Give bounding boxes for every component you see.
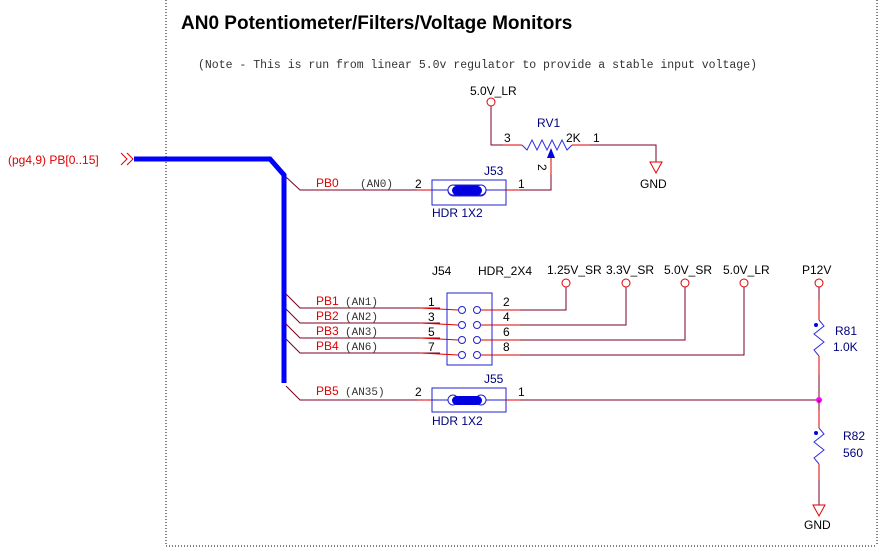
j55-type: HDR 1X2: [432, 414, 483, 428]
net-alias-pb2: (AN2): [345, 312, 378, 324]
net-alias-pb0: (AN0): [360, 179, 393, 191]
net-alias-pb5: (AN35): [345, 387, 385, 399]
offpage-label: (pg4,9) PB[0..15]: [8, 153, 99, 167]
r81-value: 1.0K: [833, 340, 858, 354]
rv1-pin1: 1: [593, 131, 600, 145]
ground-icon: [649, 161, 663, 175]
rv1-ref: RV1: [537, 116, 560, 130]
power-label-5v-sr: 5.0V_SR: [664, 263, 712, 277]
rv1-value: 2K: [566, 131, 581, 145]
r82-resistor[interactable]: [813, 400, 825, 505]
net-label-pb0: PB0: [316, 176, 339, 190]
net-alias-pb3: (AN3): [345, 327, 378, 339]
rv1-pin2: 2: [535, 164, 549, 171]
r82-ref: R82: [843, 429, 865, 443]
net-alias-pb4: (AN6): [345, 342, 378, 354]
r81-resistor[interactable]: [813, 287, 825, 400]
sheet-title: AN0 Potentiometer/Filters/Voltage Monito…: [181, 13, 572, 34]
j53-pin2: 2: [415, 177, 422, 191]
power-port-icons: [561, 278, 824, 288]
rv1-potentiometer[interactable]: [490, 103, 657, 175]
j54-header[interactable]: [419, 287, 745, 366]
bus-pb[interactable]: [134, 156, 287, 383]
gnd-label-r82: GND: [804, 518, 831, 532]
j54-ref: J54: [432, 264, 452, 278]
power-port-icon: [486, 97, 496, 107]
bus-entries: [285, 176, 440, 401]
j53-ref: J53: [484, 164, 504, 178]
net-label-pb5: PB5: [316, 384, 339, 398]
net-label-pb4: PB4: [316, 339, 339, 353]
r81-ref: R81: [835, 324, 857, 338]
j54-pin3: 3: [428, 310, 435, 324]
j53-pin1: 1: [518, 177, 525, 191]
r82-value: 560: [843, 446, 863, 460]
j54-pin6: 6: [503, 325, 510, 339]
j53-type: HDR 1X2: [432, 206, 483, 220]
j54-pin1: 1: [428, 295, 435, 309]
net-label-pb1: PB1: [316, 294, 339, 308]
j55-pin1: 1: [518, 385, 525, 399]
sheet-note: (Note - This is run from linear 5.0v reg…: [198, 59, 757, 72]
power-label-3v3: 3.3V_SR: [606, 263, 654, 277]
gnd-label-rv1: GND: [640, 177, 667, 191]
rv1-pin3: 3: [504, 131, 511, 145]
j55-header[interactable]: [417, 387, 819, 413]
j54-type: HDR_2X4: [478, 264, 532, 278]
net-labels: PB0 (AN0) PB1 (AN1) PB2 (AN2) PB3 (AN3) …: [316, 176, 393, 399]
power-label-5v-lr: 5.0V_LR: [723, 263, 770, 277]
power-label-1v25: 1.25V_SR: [547, 263, 602, 277]
j54-pin5: 5: [428, 325, 435, 339]
power-label-rv1-top: 5.0V_LR: [470, 84, 517, 98]
j54-pin8: 8: [503, 340, 510, 354]
j53-header[interactable]: [417, 165, 552, 206]
net-alias-pb1: (AN1): [345, 297, 378, 309]
ground-icon: [812, 504, 826, 518]
j55-pin2: 2: [415, 385, 422, 399]
net-label-pb2: PB2: [316, 309, 339, 323]
offpage-connector-icon[interactable]: [120, 152, 134, 166]
power-label-p12v: P12V: [802, 263, 831, 277]
j55-ref: J55: [484, 372, 504, 386]
j54-pin7: 7: [428, 340, 435, 354]
j54-pin2: 2: [503, 295, 510, 309]
net-label-pb3: PB3: [316, 324, 339, 338]
j54-pin4: 4: [503, 310, 510, 324]
